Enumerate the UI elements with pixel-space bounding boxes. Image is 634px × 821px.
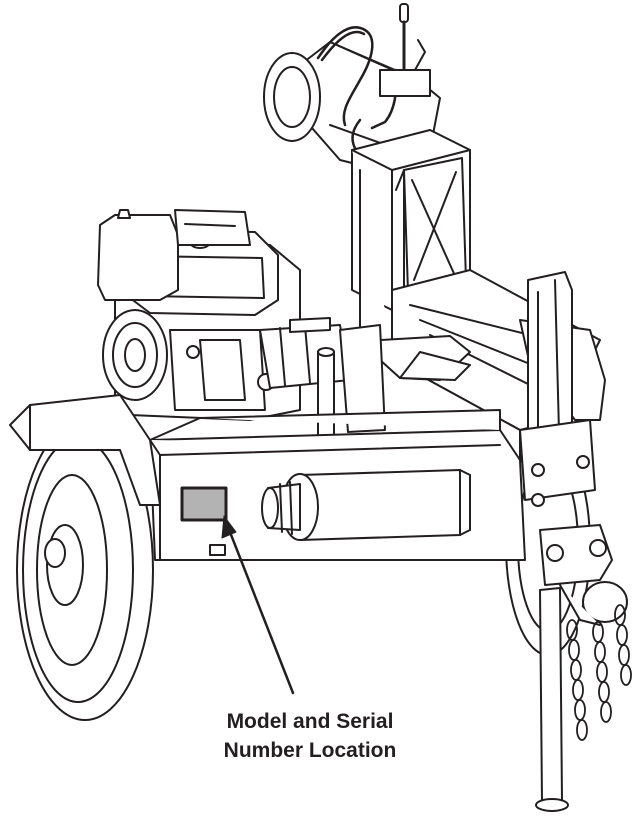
callout-label: Model and Serial Number Location xyxy=(180,707,440,765)
callout-line-2: Number Location xyxy=(223,739,397,762)
hydraulic-hose xyxy=(316,26,398,152)
jack-post xyxy=(519,271,596,812)
log-cradle xyxy=(379,335,471,381)
left-wheel xyxy=(16,419,154,721)
engine xyxy=(97,209,301,421)
filter-canister xyxy=(261,469,471,541)
left-fender xyxy=(9,394,161,506)
serial-number-plate xyxy=(180,486,228,522)
valve-control-handle xyxy=(379,3,431,97)
hitch-coupler xyxy=(539,524,628,626)
callout-line-1: Model and Serial xyxy=(226,710,394,733)
pump-coupler xyxy=(259,317,351,389)
callout-arrow xyxy=(221,515,295,695)
wedge xyxy=(395,157,467,311)
safety-chains xyxy=(566,604,632,741)
